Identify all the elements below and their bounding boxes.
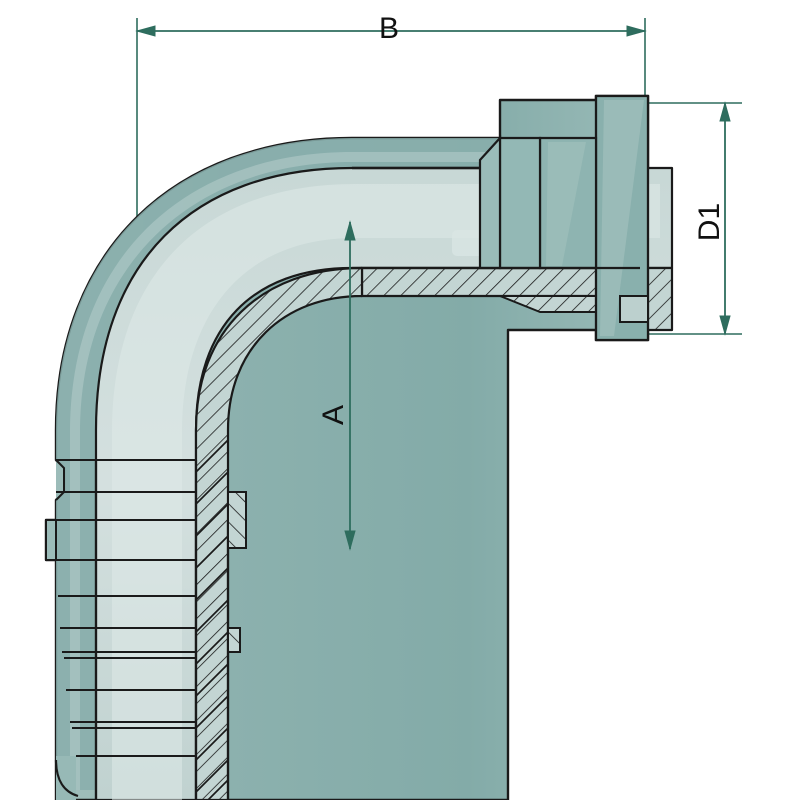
flange-highlight-a: [600, 100, 644, 336]
dim-label-a: A: [317, 405, 350, 425]
flange-highlight-b: [546, 142, 586, 266]
flange-step-chamfer: [478, 135, 502, 270]
barb-tip-edge: [54, 759, 79, 798]
dim-a-arrow-bottom: [344, 530, 356, 551]
ferrule-section-step2: [227, 627, 241, 653]
dim-label-b: B: [379, 12, 399, 45]
barb-tip-taper: [56, 756, 76, 800]
dim-d1-arrow-bottom: [719, 315, 731, 336]
dim-label-d1: D1: [693, 203, 726, 241]
barb-collar-upper: [55, 459, 65, 501]
flange-step-inner: [498, 136, 542, 270]
dimension-layer-front: [135, 25, 731, 551]
bore-liner-highlight: [112, 184, 660, 800]
dim-b-arrow-right: [626, 25, 647, 37]
barb-section-hatch: [195, 439, 229, 800]
barb-collar-lower: [45, 519, 57, 561]
fitting-body: [44, 94, 674, 800]
section-wall-bend: [194, 266, 364, 800]
dimension-labels: B D1 A: [317, 12, 726, 425]
flange-base-notch: [619, 295, 649, 323]
dim-b-arrow-left: [135, 25, 156, 37]
dim-a-arrow-top: [344, 220, 356, 241]
ferrule-section-step: [227, 491, 247, 549]
dim-d1-arrow-top: [719, 101, 731, 122]
